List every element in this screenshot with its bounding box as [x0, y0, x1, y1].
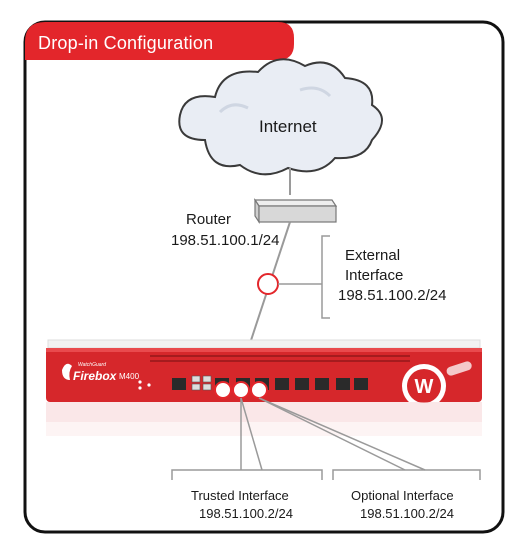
internet-label: Internet [259, 117, 317, 136]
trusted-port-marker [214, 381, 232, 399]
optional-interface-ip: 198.51.100.2/24 [360, 506, 454, 521]
external-port-marker [232, 381, 250, 399]
header-tab [25, 22, 294, 60]
router-ip: 198.51.100.1/24 [171, 232, 280, 249]
trusted-interface-ip: 198.51.100.2/24 [199, 506, 293, 521]
diagram-title: Drop-in Configuration [38, 33, 214, 53]
optional-port-marker [250, 381, 268, 399]
external-interface-label-line1: External [345, 247, 401, 264]
trusted-leader-line-2 [240, 397, 263, 471]
firebox-appliance: W [46, 339, 482, 408]
appliance-model: M400 [119, 372, 140, 381]
optional-leader-line-2 [258, 397, 426, 471]
appliance-brand: Firebox [73, 369, 117, 383]
optional-bracket [332, 469, 481, 480]
trusted-bracket [171, 469, 323, 480]
router-icon [253, 198, 338, 224]
appliance-reflection-fade [46, 422, 482, 436]
appliance-brand-small: WatchGuard [78, 362, 106, 368]
external-interface-ip: 198.51.100.2/24 [338, 287, 447, 304]
external-interface-marker [257, 273, 279, 295]
optional-leader-line [258, 397, 406, 471]
external-bracket [321, 235, 330, 319]
internet-cloud-icon [178, 58, 383, 176]
svg-text:W: W [415, 376, 434, 398]
optional-interface-label: Optional Interface [351, 488, 454, 503]
trusted-interface-label: Trusted Interface [191, 488, 289, 503]
router-label: Router [186, 211, 232, 228]
external-interface-label-line2: Interface [345, 267, 404, 284]
appliance-reflection [46, 402, 482, 422]
